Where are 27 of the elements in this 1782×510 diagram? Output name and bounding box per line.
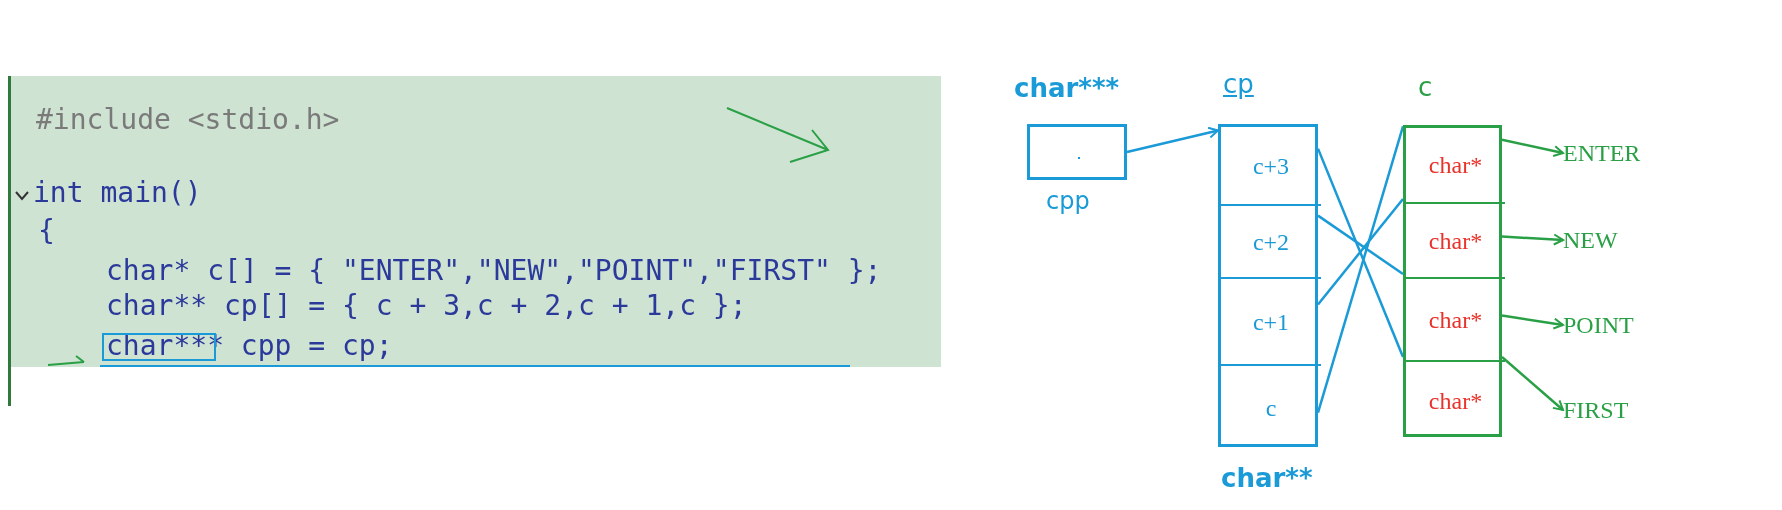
string-value: POINT xyxy=(1563,313,1634,337)
string-value: ENTER xyxy=(1563,141,1641,165)
cell-text: c xyxy=(1265,396,1277,420)
cell-text: char* xyxy=(1428,389,1483,413)
string-value: FIRST xyxy=(1563,398,1629,422)
arrow xyxy=(1501,138,1564,157)
variable-label: char** xyxy=(1221,465,1313,491)
code-line: char* c[] = { "ENTER","NEW","POINT","FIRST" }; xyxy=(106,257,882,285)
code-line: int main() xyxy=(33,179,202,207)
cell-text: char* xyxy=(1428,228,1483,253)
arrow xyxy=(1501,356,1564,411)
arrow xyxy=(1501,314,1564,330)
code-line: { xyxy=(38,217,55,245)
cell-text: char* xyxy=(1428,153,1483,177)
code-line: #include <stdio.h> xyxy=(36,106,340,134)
variable-label: cpp xyxy=(1046,189,1090,213)
arrow xyxy=(1126,126,1219,154)
variable-label: c xyxy=(1418,74,1433,100)
cell-text: c+1 xyxy=(1252,309,1290,334)
string-value: NEW xyxy=(1563,228,1618,252)
arrow xyxy=(1501,233,1564,246)
cell-text: c+3 xyxy=(1252,153,1290,178)
variable-label: cp xyxy=(1223,71,1254,97)
code-line: char** cp[] = { c + 3,c + 2,c + 1,c }; xyxy=(106,292,747,320)
cell-text: c+2 xyxy=(1252,229,1290,254)
variable-label: char*** xyxy=(1014,75,1120,101)
cell-text: char* xyxy=(1428,307,1483,332)
